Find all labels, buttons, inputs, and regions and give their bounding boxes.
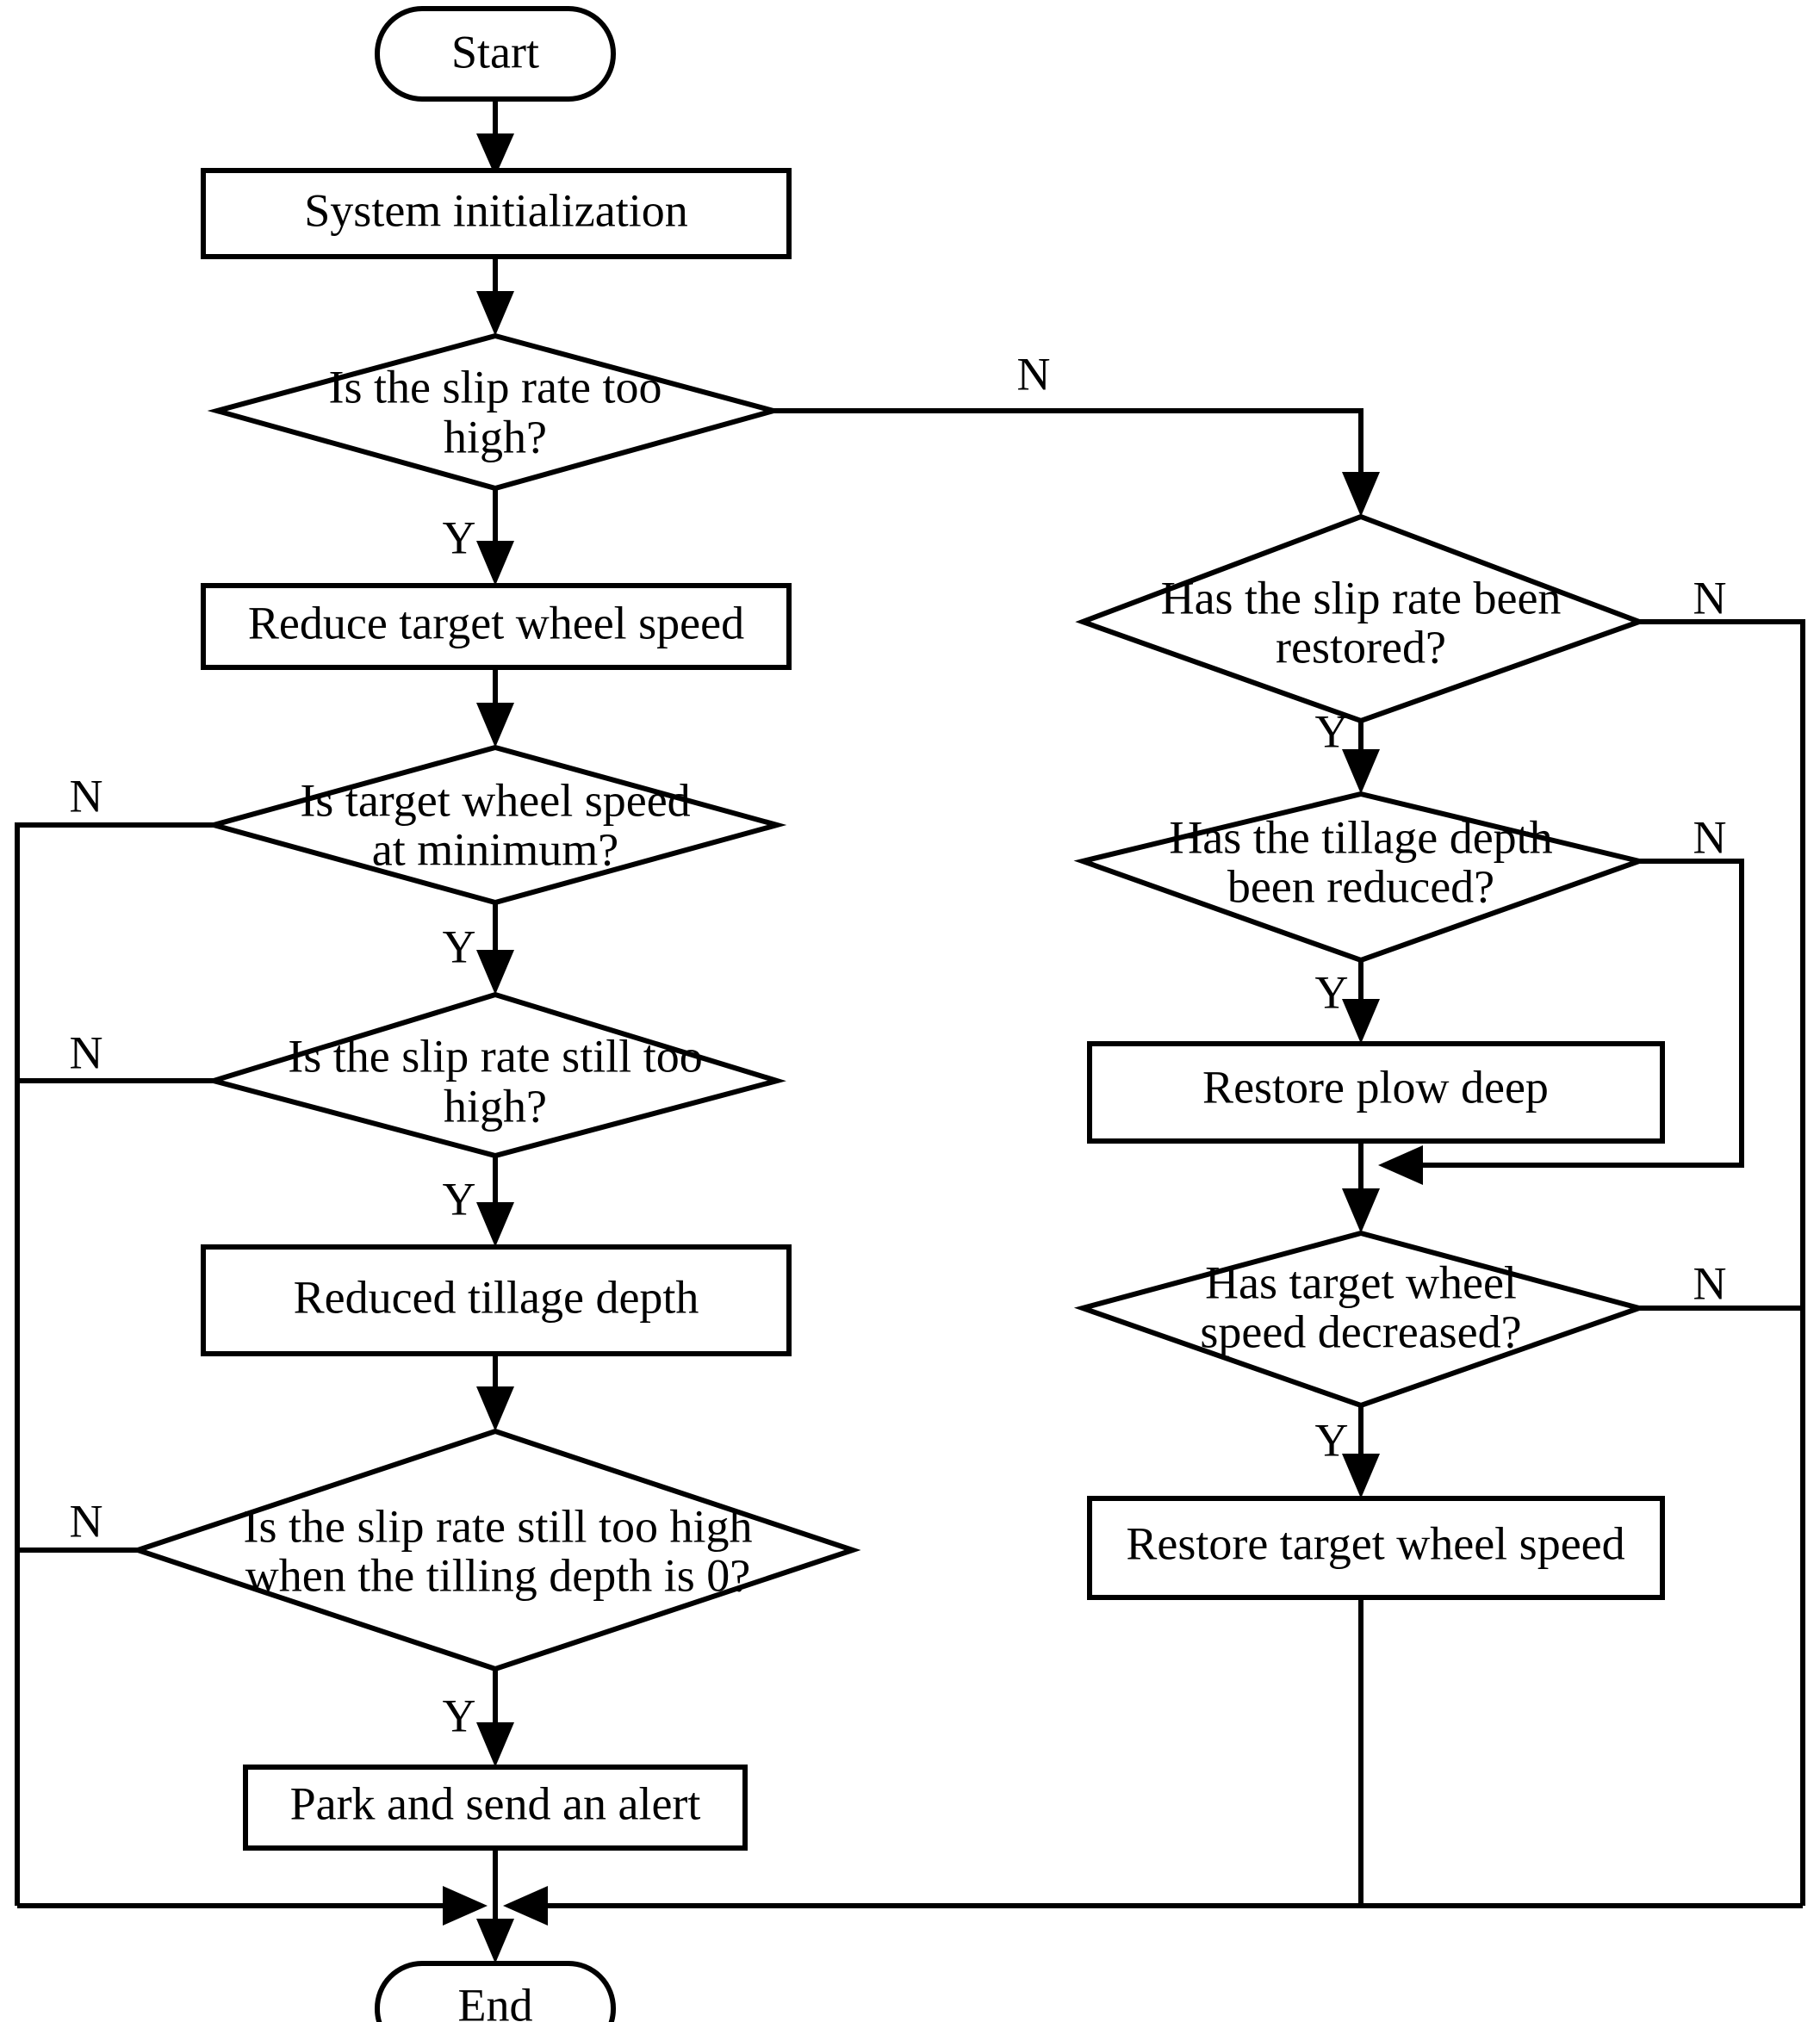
edge-label-slip-restored-no: N <box>1693 572 1727 623</box>
node-end: End <box>375 1961 616 2022</box>
arrowhead-slip-restored-yes <box>1342 749 1380 794</box>
edge-slip-restored-no <box>1639 619 1805 1906</box>
slip-still-high-label-line1: Is the slip rate still too <box>288 1030 702 1082</box>
arrowhead-slip-still-high-yes <box>476 1202 514 1247</box>
restore-target-speed-shape <box>1087 1496 1665 1600</box>
slip-still-high-shape <box>204 991 786 1159</box>
slip-too-high-label-line2: high? <box>444 411 547 462</box>
edge-label-speed-at-min-yes: Y <box>443 921 476 972</box>
node-restore-target-speed: Restore target wheel speed <box>1087 1496 1665 1600</box>
edge-label-depth0-no: N <box>70 1495 103 1547</box>
edge-label-depth0-yes: Y <box>443 1690 476 1741</box>
speed-decreased-shape <box>1073 1230 1649 1409</box>
edge-tillage-reduced-no <box>1400 859 1744 1168</box>
slip-still-high-label-line2: high? <box>444 1080 547 1132</box>
edge-label-slip-still-high-yes: Y <box>443 1173 476 1225</box>
slip-restored-label-line1: Has the slip rate been <box>1161 572 1562 623</box>
park-and-alert-shape <box>243 1765 748 1851</box>
node-system-init: System initialization <box>201 168 792 259</box>
arrowhead-park-to-end <box>476 1919 514 1963</box>
tillage-reduced-label-line2: been reduced? <box>1227 860 1494 912</box>
end-label: End <box>458 1979 533 2022</box>
edge-label-speed-at-min-no: N <box>70 770 103 822</box>
slip-still-high-depth0-label-line1: Is the slip rate still too high <box>244 1500 753 1552</box>
arrowhead-start-to-system-init <box>476 133 514 177</box>
node-restore-plow-deep: Restore plow deep <box>1087 1041 1665 1144</box>
start-label: Start <box>451 26 539 78</box>
restore-target-speed-label: Restore target wheel speed <box>1126 1517 1624 1569</box>
edge-speed-at-min-no <box>15 822 214 1906</box>
edge-slip-too-high-no <box>773 408 1363 482</box>
arrowhead-system-init-to-slip-too-high <box>476 291 514 336</box>
edge-label-slip-too-high-yes: Y <box>443 512 476 563</box>
arrowhead-tillage-reduced-no <box>1378 1145 1423 1185</box>
tillage-reduced-label-line1: Has the tillage depth <box>1169 811 1552 863</box>
arrowhead-slip-too-high-no <box>1342 472 1380 517</box>
slip-restored-label-line2: restored? <box>1276 621 1446 673</box>
speed-at-min-label-line2: at minimum? <box>372 823 618 875</box>
slip-still-high-depth0-label-line2: when the tilling depth is 0? <box>245 1549 750 1601</box>
edge-label-speed-decreased-yes: Y <box>1315 1414 1349 1466</box>
edge-label-slip-restored-yes: Y <box>1315 705 1349 757</box>
node-reduced-tillage-depth: Reduced tillage depth <box>201 1244 792 1356</box>
system-init-shape <box>201 168 792 259</box>
node-start: Start <box>375 6 616 102</box>
edge-label-tillage-reduced-yes: Y <box>1315 966 1349 1018</box>
node-tillage-reduced: Has the tillage depth been reduced? <box>1073 791 1649 964</box>
arrowhead-restore-plow-to-speed-decreased <box>1342 1188 1380 1233</box>
edge-label-slip-too-high-no: N <box>1017 348 1051 400</box>
arrowhead-depth0-yes <box>476 1722 514 1767</box>
restore-plow-deep-shape <box>1087 1041 1665 1144</box>
speed-decreased-label-line2: speed decreased? <box>1200 1306 1521 1357</box>
speed-at-min-shape <box>203 744 787 906</box>
slip-restored-shape <box>1075 513 1647 724</box>
slip-too-high-label-line1: Is the slip rate too <box>329 361 662 412</box>
node-speed-decreased: Has target wheel speed decreased? <box>1073 1230 1649 1409</box>
system-init-label: System initialization <box>304 184 687 236</box>
node-slip-too-high: Is the slip rate too high? <box>207 332 784 492</box>
reduce-target-speed-shape <box>201 583 792 670</box>
slip-still-high-depth0-shape <box>129 1428 861 1672</box>
reduce-target-speed-label: Reduce target wheel speed <box>248 597 744 648</box>
node-speed-at-min: Is target wheel speed at minimum? <box>203 744 787 906</box>
speed-at-min-label-line1: Is target wheel speed <box>300 774 690 826</box>
arrowhead-tillage-reduced-yes <box>1342 999 1380 1044</box>
node-slip-still-high: Is the slip rate still too high? <box>204 991 786 1159</box>
arrowhead-speed-decreased-yes <box>1342 1454 1380 1498</box>
edge-label-tillage-reduced-no: N <box>1693 811 1727 863</box>
node-slip-still-high-depth0: Is the slip rate still too high when the… <box>129 1428 861 1672</box>
tillage-reduced-shape <box>1073 791 1649 964</box>
edge-label-speed-decreased-no: N <box>1693 1257 1727 1309</box>
end-terminator-shape <box>375 1961 616 2022</box>
node-slip-restored: Has the slip rate been restored? <box>1075 513 1647 724</box>
arrowhead-reduced-tillage-to-depth0 <box>476 1386 514 1431</box>
reduced-tillage-depth-label: Reduced tillage depth <box>294 1271 699 1323</box>
arrowhead-left-bus-into-junction <box>443 1886 488 1926</box>
arrowhead-right-bus-into-junction <box>503 1886 548 1926</box>
start-terminator-shape <box>375 6 616 102</box>
restore-plow-deep-label: Restore plow deep <box>1202 1061 1549 1113</box>
reduced-tillage-depth-shape <box>201 1244 792 1356</box>
park-and-alert-label: Park and send an alert <box>290 1777 701 1829</box>
arrowhead-reduce-speed-to-speed-at-min <box>476 703 514 747</box>
slip-too-high-shape <box>207 332 784 492</box>
edge-label-slip-still-high-no: N <box>70 1027 103 1078</box>
node-park-and-alert: Park and send an alert <box>243 1765 748 1851</box>
arrowhead-slip-too-high-yes <box>476 541 514 586</box>
speed-decreased-label-line1: Has target wheel <box>1205 1256 1517 1308</box>
arrowhead-speed-at-min-yes <box>476 950 514 995</box>
node-reduce-target-speed: Reduce target wheel speed <box>201 583 792 670</box>
